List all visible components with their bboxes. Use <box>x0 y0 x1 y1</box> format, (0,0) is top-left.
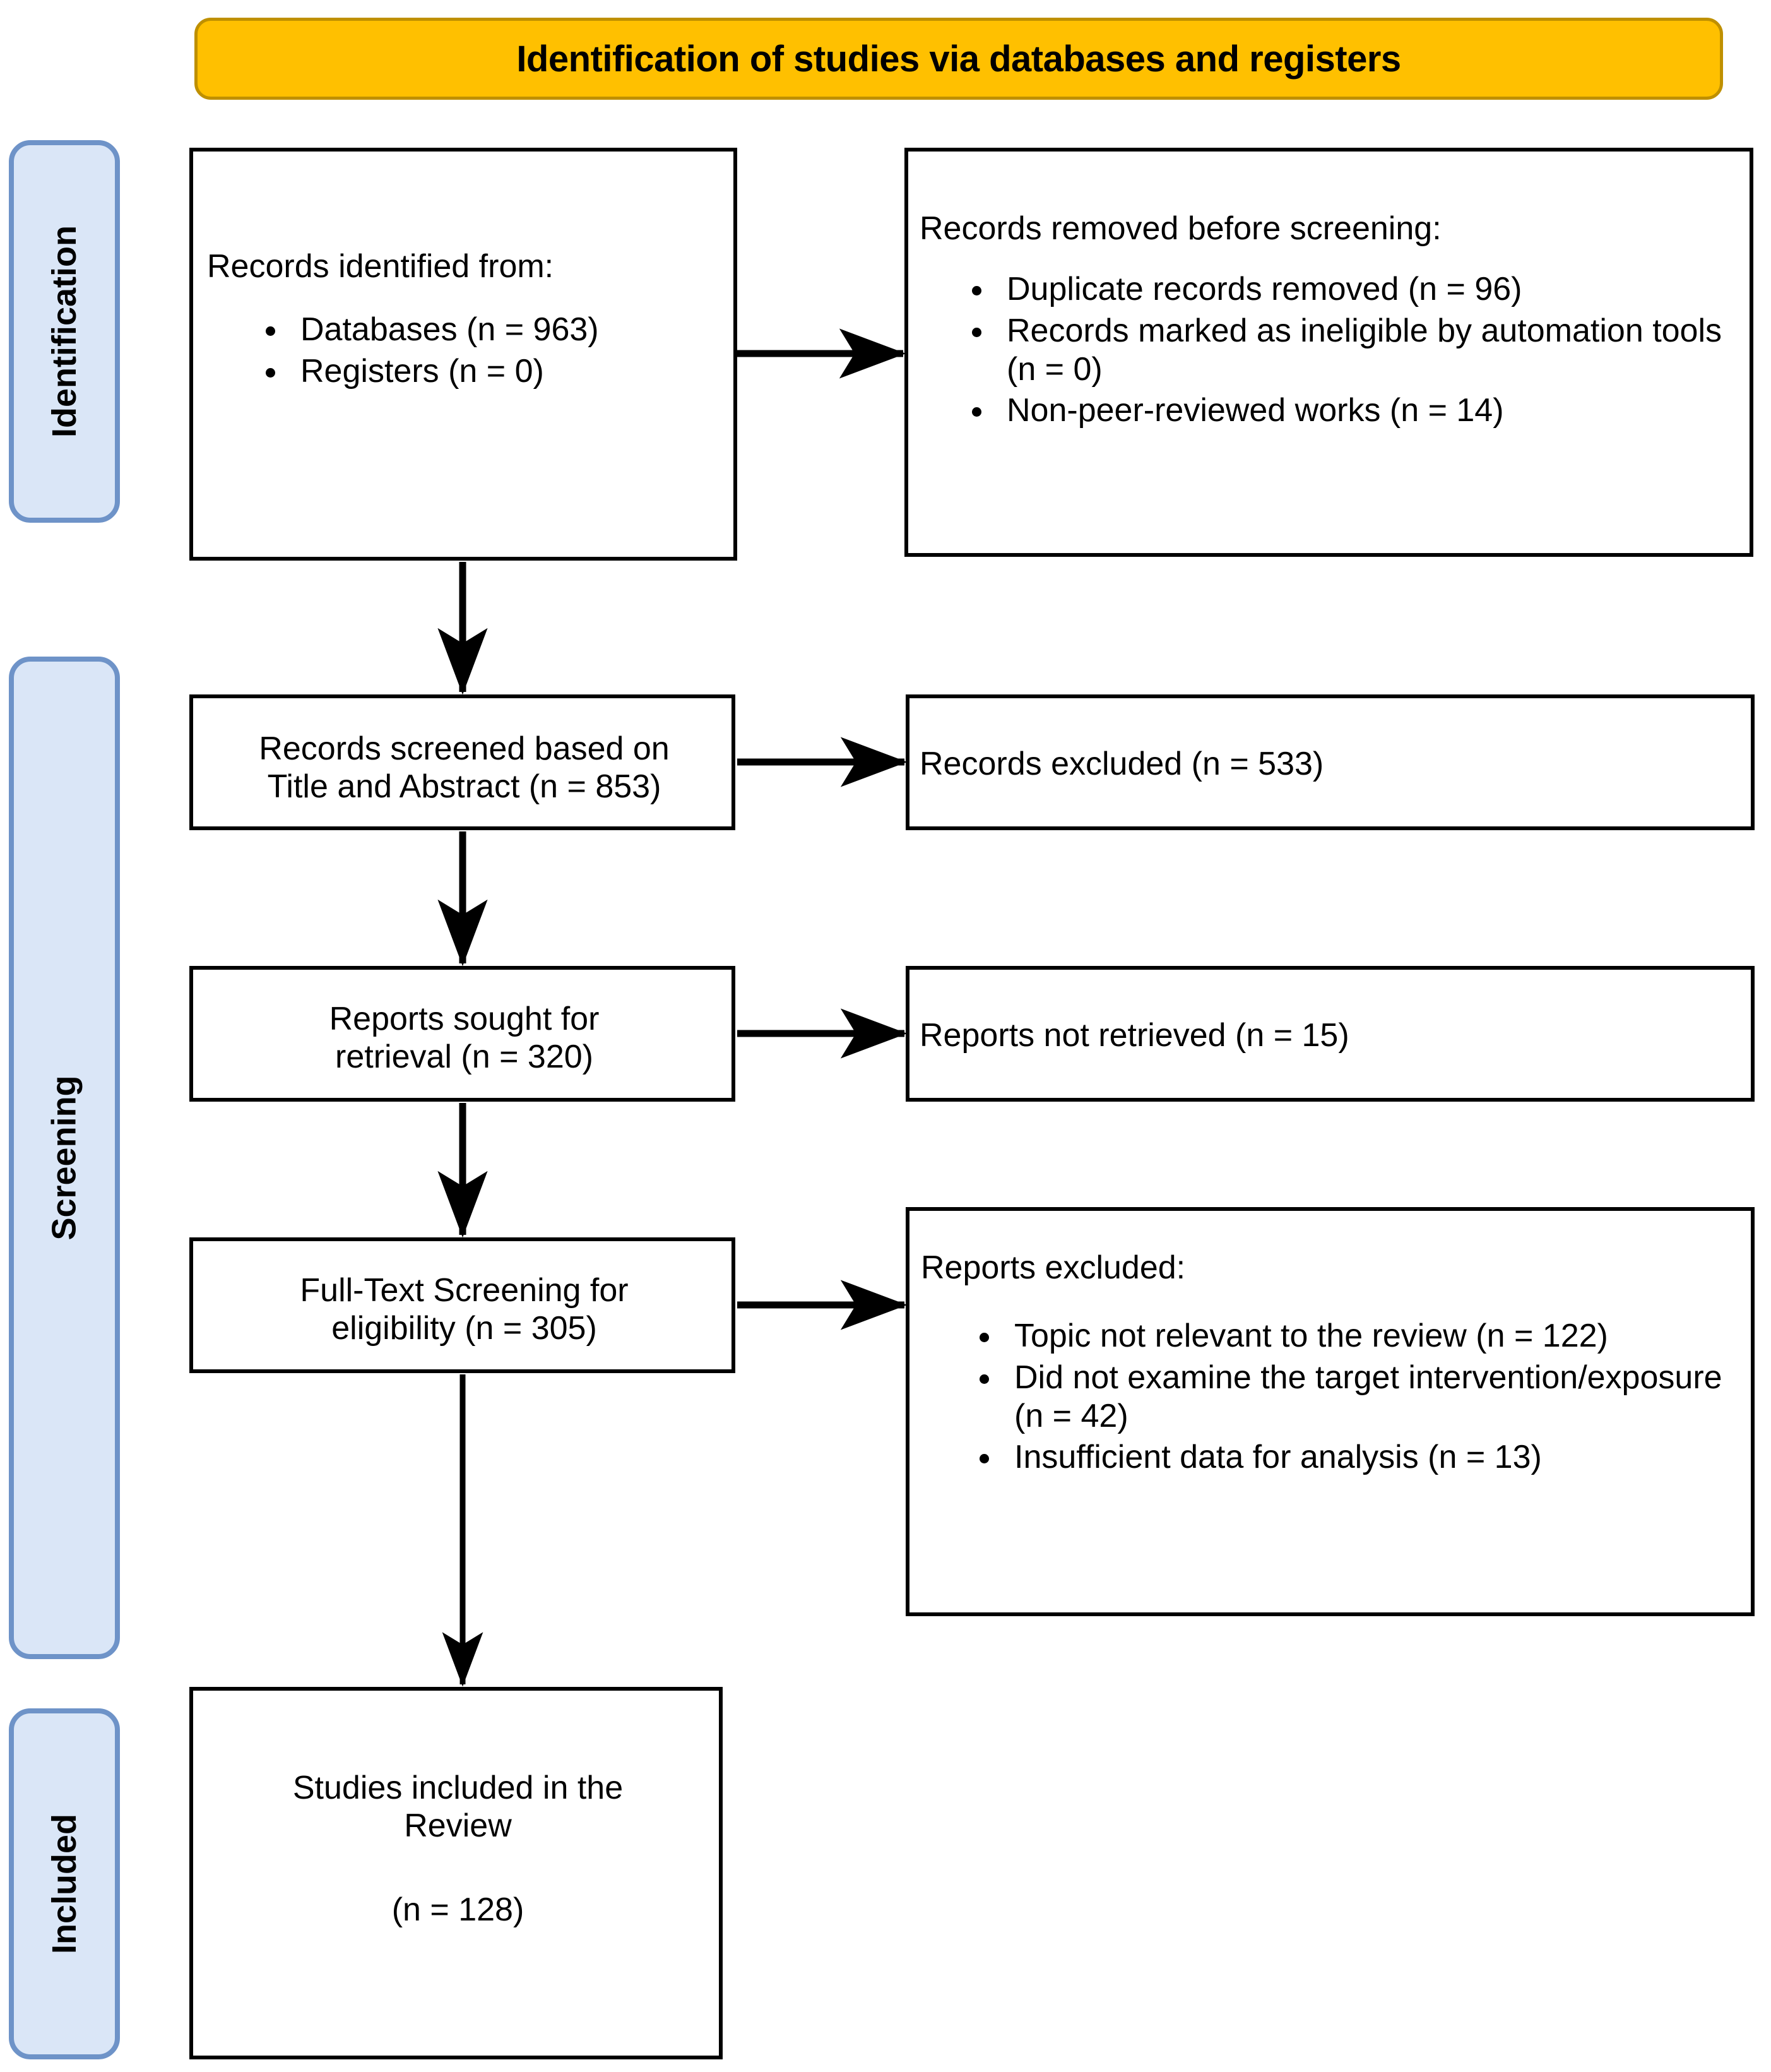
records-removed-list: Duplicate records removed (n = 96) Recor… <box>920 270 1741 430</box>
box-fulltext-screening: Full-Text Screening for eligibility (n =… <box>189 1237 735 1373</box>
stage-tab-included: Included <box>9 1708 120 2059</box>
records-removed-lead: Records removed before screening: <box>920 210 1442 247</box>
diagram-header-banner: Identification of studies via databases … <box>194 18 1723 100</box>
stage-tab-screening: Screening <box>9 657 120 1659</box>
spacer <box>202 1845 714 1891</box>
reports-sought-line1: Reports sought for <box>329 1001 600 1037</box>
records-screened-line1: Records screened based on <box>259 730 670 767</box>
stage-tab-identification: Identification <box>9 140 120 523</box>
records-identified-lead: Records identified from: <box>207 248 554 285</box>
list-item: Non-peer-reviewed works (n = 14) <box>995 391 1741 430</box>
box-reports-sought: Reports sought for retrieval (n = 320) <box>189 966 735 1102</box>
records-screened-line2: Title and Abstract (n = 853) <box>267 768 661 806</box>
fulltext-screening-line2: eligibility (n = 305) <box>331 1310 597 1347</box>
list-item: Did not examine the target intervention/… <box>1003 1359 1742 1436</box>
fulltext-screening-line1: Full-Text Screening for <box>300 1272 629 1309</box>
box-records-identified: Records identified from: Databases (n = … <box>189 148 737 561</box>
reports-excluded-list: Topic not relevant to the review (n = 12… <box>921 1317 1742 1477</box>
stage-tab-screening-label: Screening <box>45 1075 83 1241</box>
reports-not-retrieved-text: Reports not retrieved (n = 15) <box>920 1017 1349 1054</box>
box-records-removed: Records removed before screening: Duplic… <box>904 148 1753 557</box>
diagram-title: Identification of studies via databases … <box>516 38 1401 80</box>
records-identified-list: Databases (n = 963) Registers (n = 0) <box>207 311 727 391</box>
reports-sought-line2: retrieval (n = 320) <box>335 1039 593 1076</box>
list-item: Registers (n = 0) <box>289 352 727 391</box>
studies-included-line1: Studies included in the <box>292 1770 624 1806</box>
list-item: Topic not relevant to the review (n = 12… <box>1003 1317 1742 1355</box>
box-reports-excluded: Reports excluded: Topic not relevant to … <box>906 1207 1755 1616</box>
list-item: Records marked as ineligible by automati… <box>995 312 1741 390</box>
studies-included-line2: Review <box>404 1807 512 1845</box>
stage-tab-identification-label: Identification <box>45 225 83 438</box>
records-excluded-text: Records excluded (n = 533) <box>920 746 1324 782</box>
stage-tab-included-label: Included <box>45 1813 84 1955</box>
list-item: Insufficient data for analysis (n = 13) <box>1003 1438 1742 1477</box>
reports-excluded-lead: Reports excluded: <box>921 1249 1186 1286</box>
list-item: Databases (n = 963) <box>289 311 727 349</box>
list-item: Duplicate records removed (n = 96) <box>995 270 1741 309</box>
studies-included-count: (n = 128) <box>391 1891 524 1928</box>
box-records-screened: Records screened based on Title and Abst… <box>189 694 735 830</box>
box-reports-not-retrieved: Reports not retrieved (n = 15) <box>906 966 1755 1102</box>
box-records-excluded: Records excluded (n = 533) <box>906 694 1755 830</box>
box-studies-included: Studies included in the Review (n = 128) <box>189 1687 723 2059</box>
